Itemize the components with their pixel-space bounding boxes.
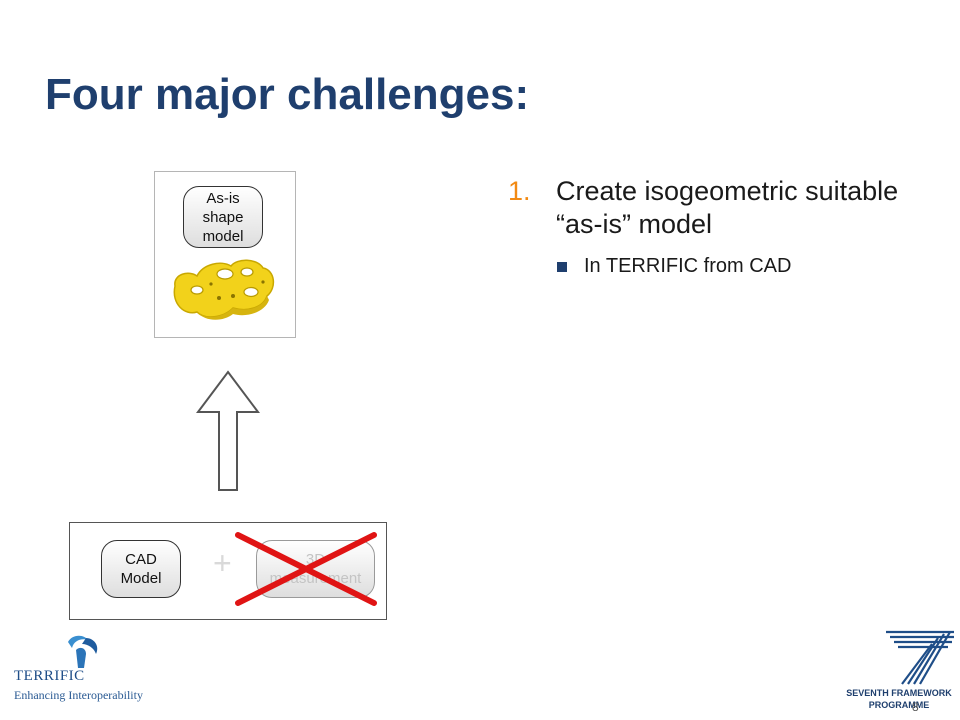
terrific-name: TERRIFIC — [14, 668, 85, 684]
slide-title: Four major challenges: — [45, 70, 530, 119]
page-number: 8 — [912, 700, 919, 714]
fp7-logo: SEVENTH FRAMEWORK PROGRAMME — [840, 628, 958, 716]
as-is-shape-model-node: As-is shape model — [183, 186, 263, 248]
sub-list-item: In TERRIFIC from CAD — [508, 255, 928, 278]
fp7-line1: SEVENTH FRAMEWORK — [846, 688, 952, 698]
plus-sign: + — [213, 545, 232, 581]
fp7-seven-icon — [886, 630, 954, 685]
square-bullet-icon — [557, 262, 567, 272]
terrific-logo: TERRIFIC Enhancing Interoperability — [14, 630, 154, 710]
yellow-part-icon — [173, 259, 275, 320]
3d-measurement-node: 3D measurement — [256, 540, 375, 598]
as-is-model-box: As-is shape model — [154, 171, 296, 338]
terrific-emblem-icon — [68, 635, 98, 668]
red-cross-icon — [235, 532, 377, 606]
input-sources-box: CAD Model + 3D measurement — [69, 522, 387, 620]
fp7-line2: PROGRAMME — [868, 700, 930, 710]
challenge-list: 1. Create isogeometric suitable “as-is” … — [508, 175, 928, 278]
list-item: 1. Create isogeometric suitable “as-is” … — [508, 175, 928, 241]
terrific-tagline: Enhancing Interoperability — [14, 688, 143, 702]
cad-model-node: CAD Model — [101, 540, 181, 598]
item-number: 1. — [508, 176, 531, 206]
item-text: Create isogeometric suitable “as-is” mod… — [556, 176, 899, 239]
sub-item-text: In TERRIFIC from CAD — [584, 255, 792, 277]
up-arrow-icon — [196, 370, 260, 491]
